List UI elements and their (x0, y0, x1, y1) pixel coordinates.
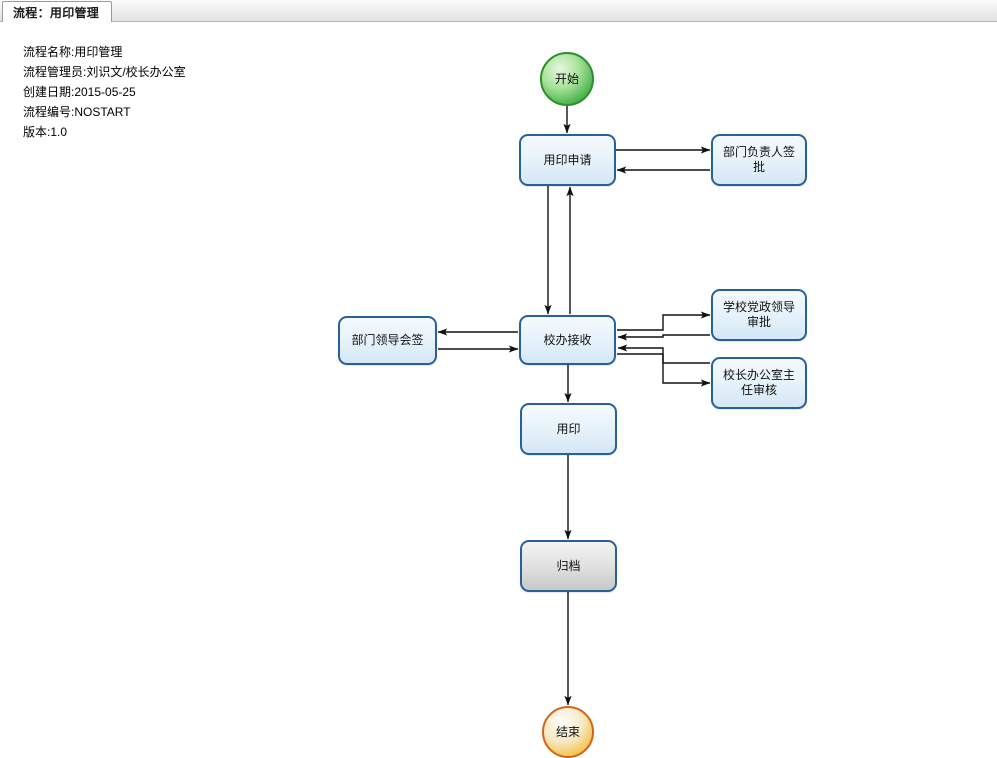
info-process-manager: 流程管理员:刘识文/校长办公室 (23, 65, 186, 79)
node-principal-office-director-review-label: 校长办公室主任审核 (722, 368, 795, 397)
info-create-date: 创建日期:2015-05-25 (23, 85, 136, 99)
node-archive-label: 归档 (556, 558, 581, 573)
node-start-label: 开始 (554, 71, 579, 86)
node-end-label: 结束 (555, 724, 580, 739)
node-department-head-approval-label: 部门负责人签批 (722, 145, 795, 174)
edge-director-to-receive (617, 344, 710, 364)
node-department-head-approval[interactable]: 部门负责人签批 (711, 134, 807, 186)
node-seal-application-label: 用印申请 (543, 152, 592, 167)
node-party-government-leader-approval-label: 学校党政领导审批 (722, 300, 795, 329)
edge-receive-to-director (617, 353, 711, 387)
process-info-block: 流程名称:用印管理 流程管理员:刘识文/校长办公室 创建日期:2015-05-2… (23, 42, 343, 142)
node-department-leader-countersign[interactable]: 部门领导会签 (338, 316, 437, 365)
node-school-office-receive-label: 校办接收 (543, 332, 592, 347)
node-party-government-leader-approval[interactable]: 学校党政领导审批 (711, 289, 807, 341)
tab-process-seal-management[interactable]: 流程：用印管理 (2, 1, 113, 22)
node-principal-office-director-review[interactable]: 校长办公室主任审核 (711, 357, 807, 409)
node-seal-application[interactable]: 用印申请 (519, 134, 616, 186)
info-version: 版本:1.0 (23, 125, 68, 139)
tab-label: 流程：用印管理 (13, 5, 100, 20)
window-tab-strip: 流程：用印管理 (0, 0, 997, 22)
node-school-office-receive[interactable]: 校办接收 (519, 315, 616, 365)
node-start[interactable]: 开始 (540, 52, 594, 106)
node-apply-seal-label: 用印 (556, 421, 581, 436)
edge-partylead-to-receive (617, 333, 710, 341)
node-archive[interactable]: 归档 (520, 540, 617, 592)
node-apply-seal[interactable]: 用印 (520, 403, 617, 455)
info-process-name: 流程名称:用印管理 (23, 45, 123, 59)
flow-diagram-canvas[interactable]: 流程名称:用印管理 流程管理员:刘识文/校长办公室 创建日期:2015-05-2… (0, 22, 997, 758)
node-end[interactable]: 结束 (542, 706, 594, 758)
edge-receive-to-partylead (617, 311, 711, 331)
info-process-code: 流程编号:NOSTART (23, 105, 131, 119)
node-department-leader-countersign-label: 部门领导会签 (351, 333, 424, 347)
